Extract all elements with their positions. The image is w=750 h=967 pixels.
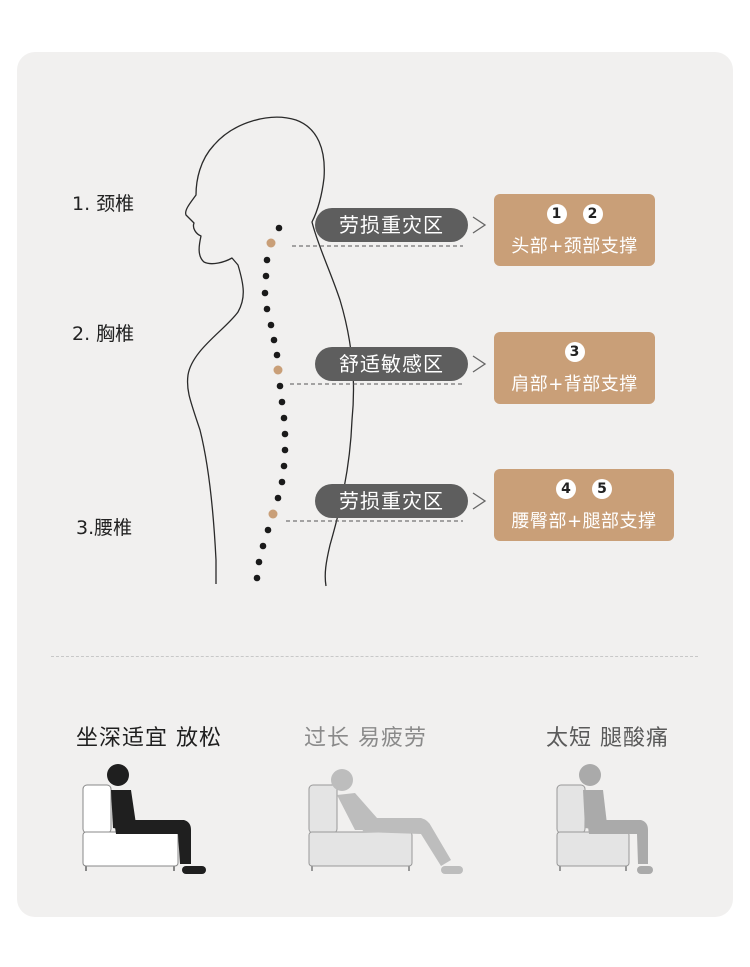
spine-dot <box>259 542 267 550</box>
arrow-icon <box>472 355 487 373</box>
seated-person-too-short-icon <box>556 764 653 874</box>
spine-dot <box>278 478 286 486</box>
divider <box>51 656 698 657</box>
spine-dot <box>280 414 288 422</box>
spine-dot <box>278 398 286 406</box>
number-badge: 3 <box>564 342 585 362</box>
spine-label-cervical: 1. 颈椎 <box>72 193 135 215</box>
seated-person-good-icon <box>82 764 206 874</box>
spine-dot <box>280 462 288 470</box>
spine-dot <box>281 430 289 438</box>
support-label: 肩部+背部支撑 <box>511 374 638 395</box>
pose-title-good: 坐深适宜 放松 <box>76 726 222 751</box>
spine-dot <box>273 351 281 359</box>
spine-dot <box>261 289 269 297</box>
spine-key-dot <box>266 238 276 248</box>
spine-dot <box>276 382 284 390</box>
number-badge: 1 <box>546 204 567 224</box>
spine-dot <box>255 558 263 566</box>
spine-dot <box>263 305 271 313</box>
number-badge: 4 <box>556 479 576 499</box>
support-label: 头部+颈部支撑 <box>511 236 638 257</box>
spine-dot <box>253 574 261 582</box>
number-badge: 5 <box>592 479 612 499</box>
spine-key-dot <box>268 509 278 519</box>
support-box: 4 5 腰臀部+腿部支撑 <box>494 469 674 541</box>
support-box: 3 肩部+背部支撑 <box>494 332 655 404</box>
spine-dot <box>263 256 271 264</box>
number-badge: 2 <box>582 204 603 224</box>
spine-dot <box>274 494 282 502</box>
spine-label-lumbar: 3.腰椎 <box>76 517 133 539</box>
zone-pill: 劳损重灾区 <box>315 208 468 242</box>
spine-dot <box>281 446 289 454</box>
spine-dot <box>262 272 270 280</box>
support-label: 腰臀部+腿部支撑 <box>511 511 657 532</box>
spine-dot <box>275 224 283 232</box>
spine-key-dot <box>273 365 283 375</box>
spine-dots <box>253 224 289 582</box>
spine-dot <box>264 526 272 534</box>
arrow-icon <box>472 216 487 234</box>
spine-dot <box>267 321 275 329</box>
arrow-icon <box>472 492 487 510</box>
support-box: 1 2 头部+颈部支撑 <box>494 194 655 266</box>
spine-dot <box>270 336 278 344</box>
pose-title-too-short: 太短 腿酸痛 <box>546 726 669 751</box>
pose-title-too-long: 过长 易疲劳 <box>304 726 427 751</box>
seated-person-too-long-icon <box>308 769 463 874</box>
zone-pill: 劳损重灾区 <box>315 484 468 518</box>
zone-pill: 舒适敏感区 <box>315 347 468 381</box>
spine-label-thoracic: 2. 胸椎 <box>72 323 135 345</box>
